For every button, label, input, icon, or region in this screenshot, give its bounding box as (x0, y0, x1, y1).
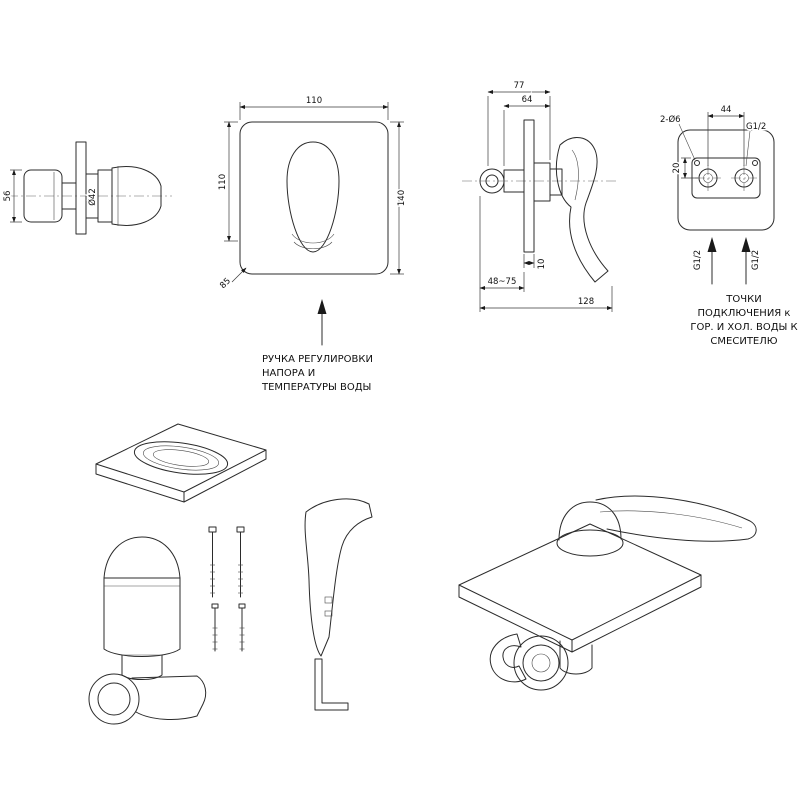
screw-long-1 (208, 526, 217, 598)
pointer-arrow-head (317, 299, 327, 314)
lever-part (304, 498, 373, 657)
connection-arrow-left-head (707, 237, 717, 252)
connection-arrow-right-head (741, 237, 751, 252)
mounting-bracket (489, 633, 527, 683)
assembled-plate-thickness (458, 574, 702, 653)
screw-hole-right (752, 160, 758, 166)
dim-plate-width: 110 (306, 96, 322, 106)
body-step1 (533, 162, 551, 202)
handle-caption-line3: ТЕМПЕРАТУРЫ ВОДЫ (261, 382, 371, 393)
connections-caption-line2: ПОДКЛЮЧЕНИЯ к (698, 308, 791, 319)
under-body (559, 640, 593, 675)
handle-base (556, 529, 624, 557)
dim-offset: 20 (672, 163, 682, 174)
base-ring-inner (97, 682, 131, 716)
connections-caption-line4: СМЕСИТЕЛЮ (710, 336, 777, 347)
dim-total-depth: 77 (514, 81, 525, 91)
handle-caption-line2: НАПОРА И (262, 368, 315, 379)
label-thread-top: G1/2 (746, 122, 766, 132)
mounting-ring-inner (531, 653, 551, 673)
base-ring-outer (88, 673, 140, 725)
view-plate-front: 110 110 140 85 РУЧКА РЕГУЛИРОВКИ НАПОРА … (217, 95, 409, 394)
trim-plate-edge (523, 119, 535, 253)
port-left (698, 168, 718, 188)
base-body (131, 675, 207, 720)
screw-short-1 (211, 603, 219, 652)
trim-plate (239, 121, 389, 275)
dim-handle-diameter: Ø42 (87, 188, 98, 206)
screw-hole-left (694, 160, 700, 166)
connections-caption-line1: ТОЧКИ (725, 294, 761, 305)
dim-body-depth: 64 (522, 95, 533, 105)
port-right (734, 168, 754, 188)
cartridge-dome (103, 536, 181, 579)
assembled-plate-top (458, 523, 702, 641)
handle-lever (595, 495, 757, 542)
screw-long-2 (236, 526, 245, 598)
rear-plate (677, 129, 775, 231)
parts-exploded (88, 423, 373, 725)
view-connections-rear: 44 G1/2 2-Ø6 20 G1/2 G1/2 ТОЧКИ ПОДКЛЮЧЕ… (659, 104, 798, 348)
assembled-view (458, 495, 757, 691)
dim-port-spacing: 44 (721, 105, 732, 115)
dim-plate-thickness: 10 (537, 259, 547, 270)
dim-mounting-depth: 48~75 (488, 277, 517, 287)
label-screw-holes: 2-Ø6 (660, 114, 681, 125)
dim-handle-height: 56 (3, 191, 13, 202)
hex-key (314, 658, 349, 711)
label-thread-right: G1/2 (751, 250, 761, 270)
handle-cap (111, 166, 162, 226)
mounting-ring-mid (522, 644, 560, 682)
dim-plate-height: 140 (397, 190, 407, 206)
lever-handle-side (555, 137, 609, 283)
connections-caption-line3: ГОР. И ХОЛ. ВОДЫ К (690, 322, 797, 333)
cartridge-body (103, 577, 181, 657)
mixer-handle-front (286, 141, 340, 253)
dim-plate-corner: 85 (218, 276, 233, 291)
handle-caption-line1: РУЧКА РЕГУЛИРОВКИ (262, 354, 373, 365)
escutcheon-hole-outer (133, 441, 229, 475)
flange-plate (75, 141, 87, 235)
dim-plate-inner-height: 110 (218, 174, 228, 190)
label-thread-left: G1/2 (693, 250, 703, 270)
mounting-ring-outer (513, 635, 569, 691)
screw-short-2 (238, 603, 246, 652)
view-mixer-side: 77 64 10 48~75 128 (462, 80, 616, 312)
cartridge-neck (121, 654, 163, 680)
handle-dome (558, 501, 622, 541)
dim-length: 128 (578, 297, 594, 307)
view-handle-side: 56 Ø42 (2, 141, 172, 235)
